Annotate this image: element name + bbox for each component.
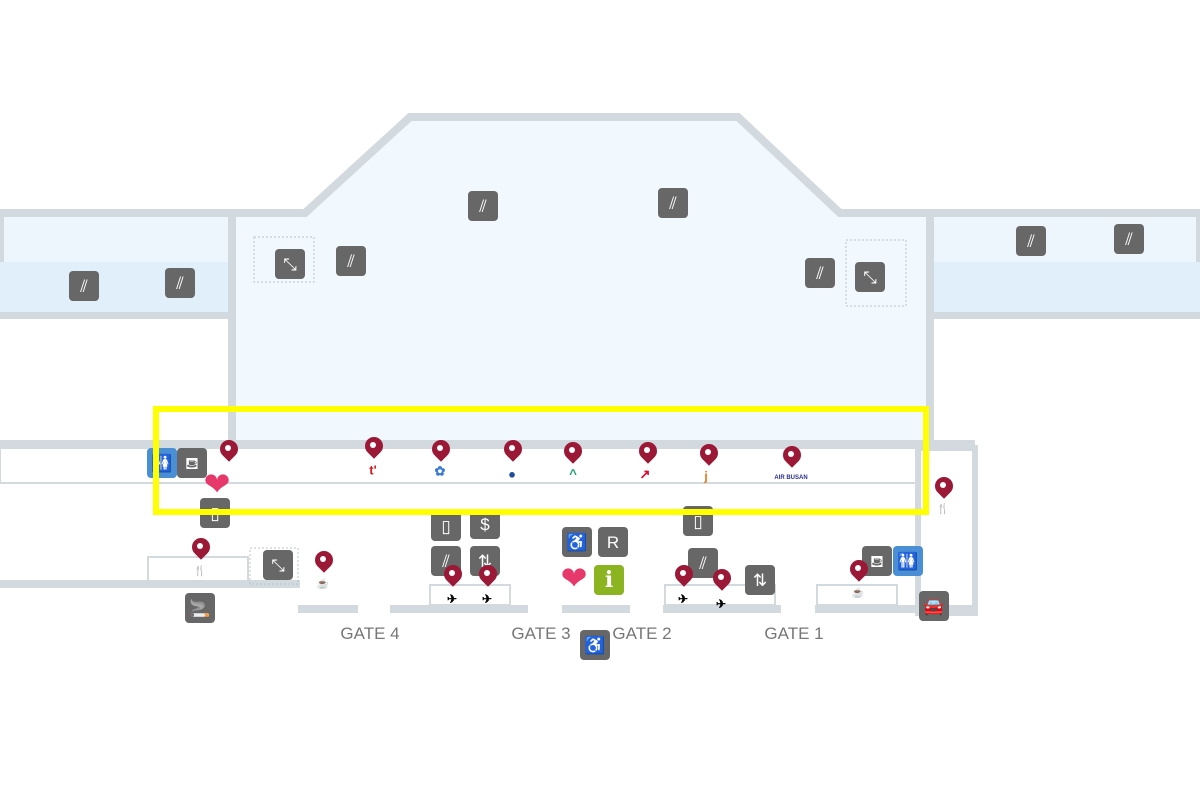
map-pin[interactable]	[191, 537, 209, 563]
escalator-icon[interactable]: ⫽	[1016, 226, 1046, 256]
restroom-icon[interactable]: 🚻	[893, 546, 923, 576]
departure-gate-icon: ✈	[481, 592, 493, 606]
map-pin[interactable]	[443, 564, 461, 590]
korean-air-logo: ●	[508, 466, 516, 482]
departure-gate-icon: ✈	[677, 592, 689, 606]
map-pin[interactable]	[674, 564, 692, 590]
wheelchair-rental-icon[interactable]: ♿	[562, 527, 592, 557]
departure-gate-icon: ✈	[715, 597, 727, 611]
accessible-parking-icon[interactable]: ♿	[580, 630, 610, 660]
stairs-icon[interactable]: ⤡	[275, 249, 305, 279]
stroller-rental-icon[interactable]: R	[598, 527, 628, 557]
gate-1-label: GATE 1	[764, 624, 824, 643]
stairs-icon[interactable]: ⤡	[263, 550, 293, 580]
map-pin[interactable]	[503, 439, 521, 465]
asiana-logo: ^	[569, 466, 577, 482]
map-pin[interactable]	[699, 443, 717, 469]
aed-icon[interactable]: ❤	[560, 560, 588, 596]
departure-gate-icon: ✈	[446, 592, 458, 606]
map-pin[interactable]	[563, 441, 581, 467]
gate-4-label: GATE 4	[340, 624, 400, 643]
stairs-icon[interactable]: ⤡	[855, 262, 885, 292]
gate-2-label: GATE 2	[612, 624, 672, 643]
tway-logo: t'	[369, 462, 377, 478]
air-busan-logo: AIR BUSAN	[774, 475, 808, 481]
cafe-icon: ☕	[851, 588, 865, 599]
map-pin[interactable]	[712, 568, 730, 594]
escalator-icon[interactable]: ⫽	[1114, 224, 1144, 254]
restaurant-icon: 🍴	[193, 566, 207, 577]
escalator-icon[interactable]: ⫽	[165, 268, 195, 298]
smoking-area-icon[interactable]: 🚬	[185, 593, 215, 623]
map-pin[interactable]	[478, 564, 496, 590]
kiosk-icon[interactable]: ▯	[431, 511, 461, 541]
water-fountain-icon[interactable]: ⛾	[177, 448, 207, 478]
escalator-icon[interactable]: ⫽	[468, 191, 498, 221]
eastar-jet-logo: j	[704, 468, 708, 484]
highlighted-checkin-counters	[153, 406, 929, 515]
car-service-icon[interactable]: 🚘	[919, 591, 949, 621]
elevator-icon[interactable]: ⇅	[745, 565, 775, 595]
map-pin[interactable]	[431, 439, 449, 465]
map-pin[interactable]	[364, 436, 382, 462]
jeju-air-logo: ↗	[639, 466, 651, 482]
restaurant-icon: 🍴	[936, 504, 950, 515]
jin-air-logo: ✿	[434, 463, 446, 479]
map-pin[interactable]	[782, 445, 800, 471]
map-pin[interactable]	[934, 476, 952, 502]
escalator-icon[interactable]: ⫽	[805, 258, 835, 288]
escalator-icon[interactable]: ⫽	[69, 271, 99, 301]
map-pin[interactable]	[849, 559, 867, 585]
aed-icon[interactable]: ❤	[203, 466, 231, 502]
information-icon[interactable]: i	[594, 565, 624, 595]
map-pin[interactable]	[314, 550, 332, 576]
gate-3-label: GATE 3	[511, 624, 571, 643]
cafe-icon: ☕	[316, 579, 330, 590]
escalator-icon[interactable]: ⫽	[658, 188, 688, 218]
map-pin[interactable]	[638, 441, 656, 467]
escalator-icon[interactable]: ⫽	[336, 246, 366, 276]
map-pin[interactable]	[219, 439, 237, 465]
